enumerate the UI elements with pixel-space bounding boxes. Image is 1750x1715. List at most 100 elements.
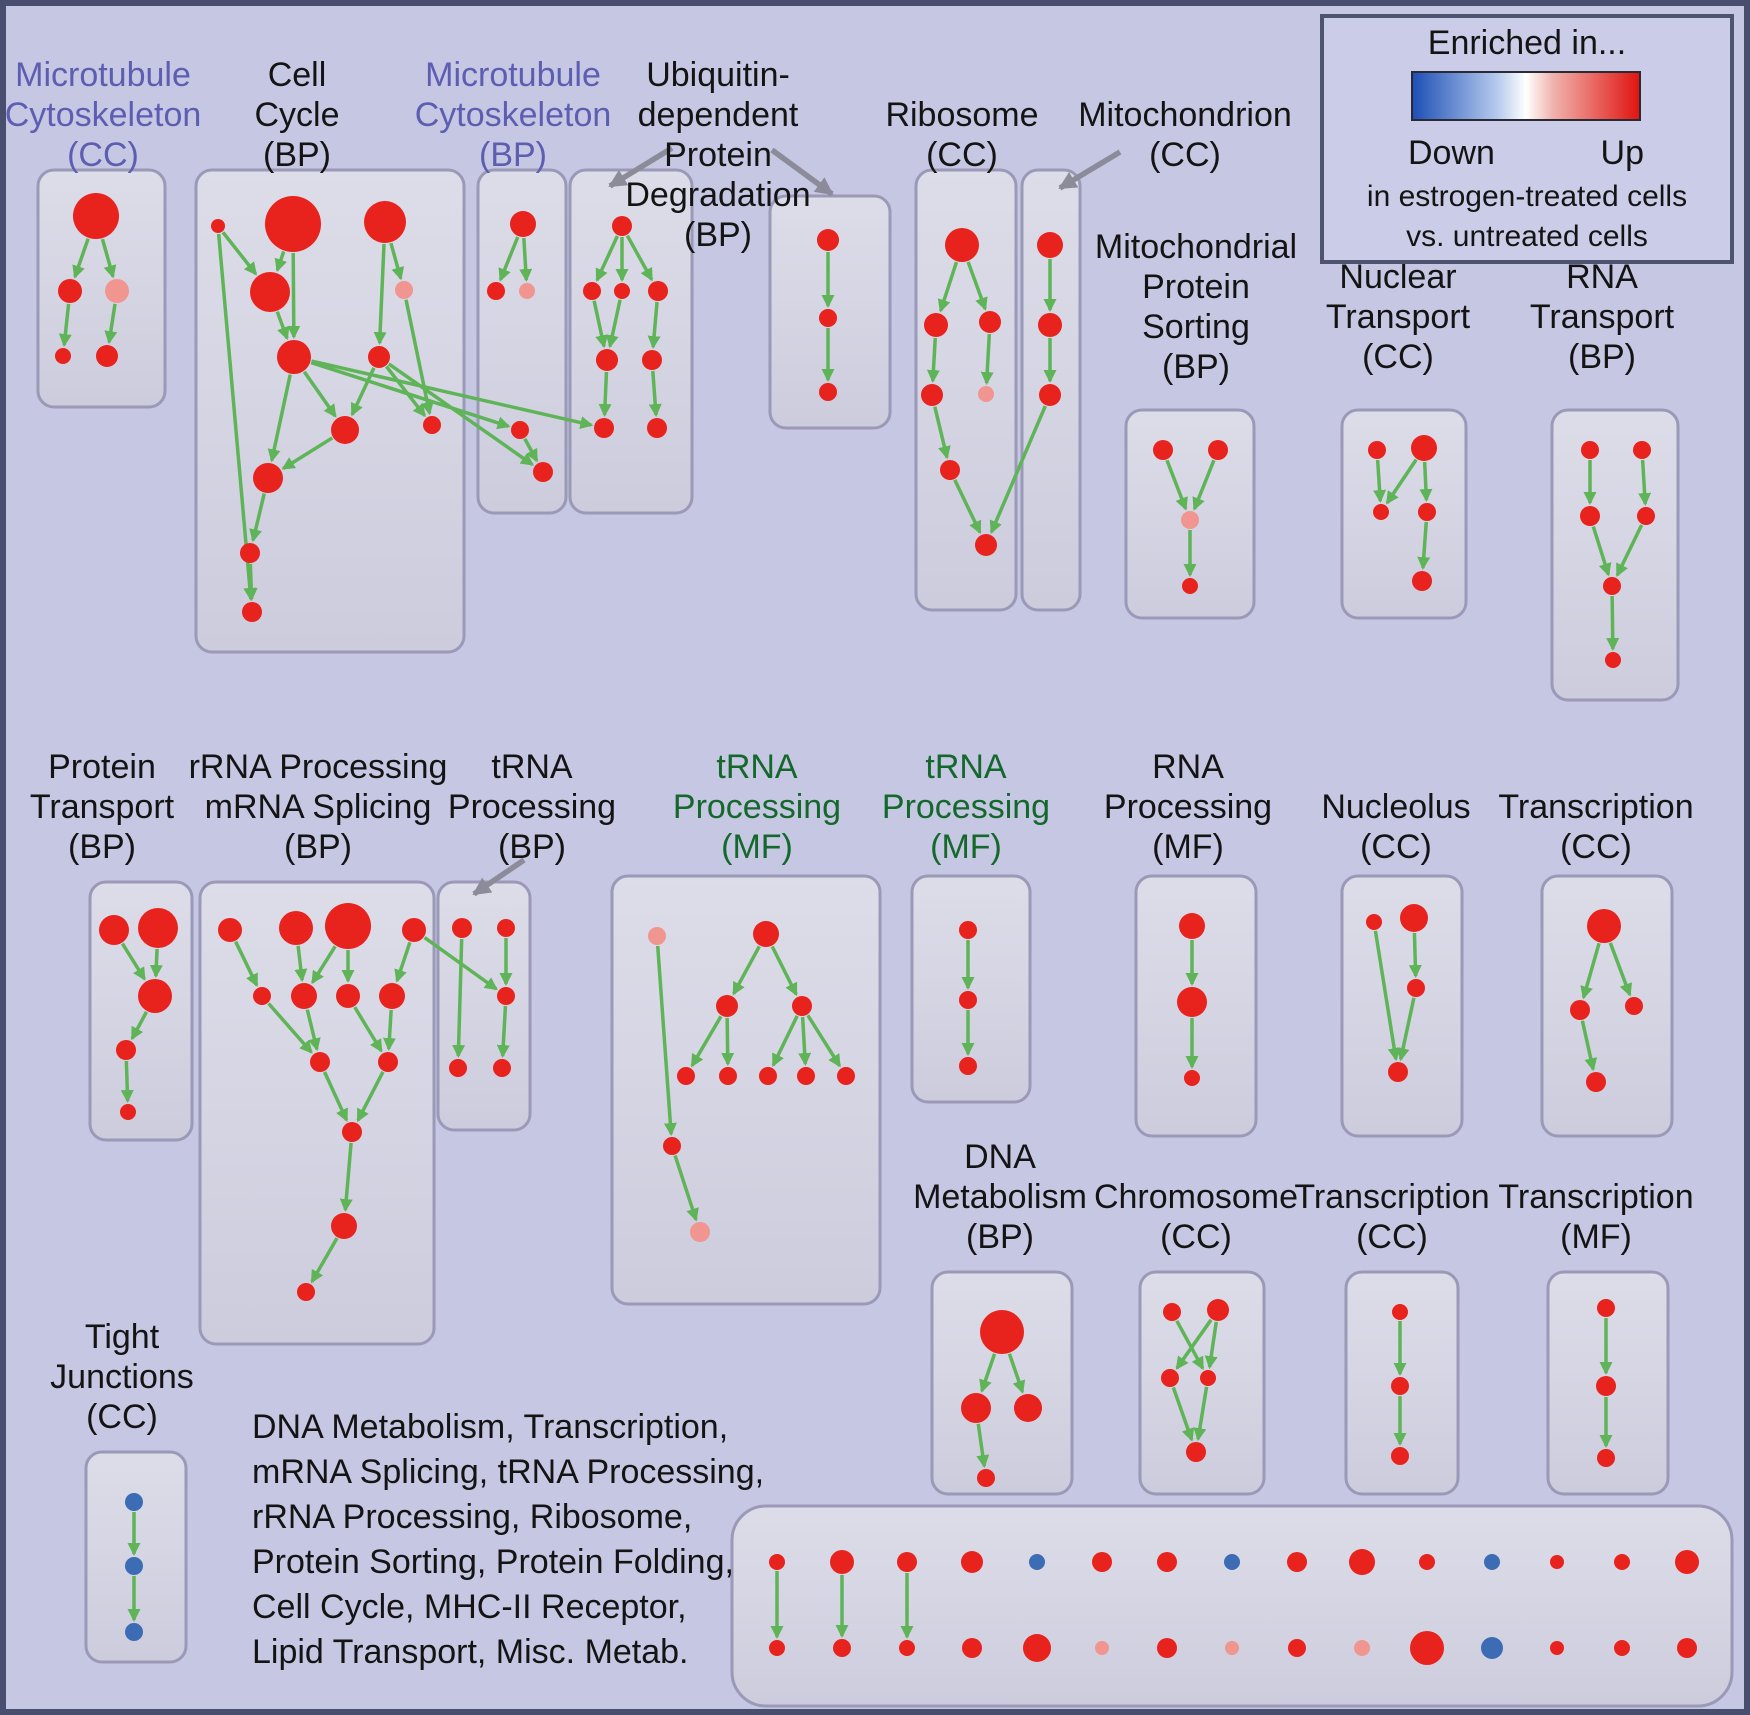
edge-ub1-ub4 — [625, 234, 654, 282]
node-tj3 — [125, 1623, 143, 1641]
label-line-dna-metabolism-1: Metabolism — [913, 1178, 1087, 1216]
edge-c7-c12 — [384, 365, 427, 418]
label-line-trna-mf-1-0: tRNA — [716, 748, 798, 786]
edge-ch3-ch5 — [1171, 1386, 1195, 1442]
edge-c2-c4 — [274, 250, 288, 273]
edge-c1-c4 — [221, 231, 258, 276]
node-rt6 — [1605, 652, 1621, 668]
edge-g1-g10 — [655, 945, 677, 1137]
node-b12 — [1484, 1554, 1500, 1570]
label-line-misc-list-2: rRNA Processing, Ribosome, — [252, 1498, 692, 1536]
label-line-mito-sorting-1: Protein — [1142, 268, 1250, 306]
node-g3 — [716, 995, 738, 1017]
node-rt3 — [1580, 506, 1600, 526]
node-tj1 — [125, 1493, 143, 1511]
node-ch1 — [1163, 1303, 1181, 1321]
label-line-trna-bp-2: (BP) — [498, 828, 566, 866]
node-b1 — [769, 1554, 785, 1570]
legend-up-label: Up — [1601, 134, 1644, 172]
edge-q12-q13 — [310, 1237, 339, 1284]
edge-nt2-nt3 — [1385, 458, 1418, 505]
group-box-transcription-cc-1 — [1540, 874, 1674, 1138]
node-ub1 — [612, 216, 632, 236]
node-t21 — [1392, 1304, 1408, 1320]
node-d2 — [961, 1393, 991, 1423]
node-p4 — [116, 1040, 136, 1060]
label-line-transcription-cc-1-1: (CC) — [1560, 828, 1632, 866]
node-q10 — [378, 1052, 398, 1072]
group-box-dna-metabolism — [930, 1270, 1074, 1496]
label-line-rna-transport-0: RNA — [1566, 258, 1638, 296]
node-c12 — [423, 416, 441, 434]
node-ub3 — [614, 283, 630, 299]
label-line-trna-bp-1: Processing — [448, 788, 616, 826]
node-us1 — [817, 229, 839, 251]
edge-q4-q8 — [394, 941, 412, 983]
edge-r1-r3 — [966, 261, 988, 311]
node-tb3 — [497, 987, 515, 1005]
node-c3 — [364, 201, 406, 243]
node-nu1 — [1366, 914, 1382, 930]
node-g7 — [759, 1067, 777, 1085]
edge-c8-c9 — [281, 436, 334, 470]
node-b2 — [830, 1550, 854, 1574]
edge-c6-c9 — [267, 374, 292, 463]
edge-c6-ub7 — [311, 359, 594, 429]
node-g10 — [663, 1137, 681, 1155]
edge-mt3-r7 — [989, 405, 1047, 534]
group-box-trna-bp — [436, 880, 532, 1132]
edge-c7-mb5 — [387, 362, 534, 466]
edge-d1-d2 — [979, 1353, 997, 1393]
edge-g2-g3 — [732, 945, 761, 996]
group-box-misc-box — [730, 1504, 1734, 1708]
label-line-transcription-cc-1-0: Transcription — [1498, 788, 1693, 826]
node-m5 — [96, 345, 118, 367]
node-v8 — [1225, 1641, 1239, 1655]
label-line-nucleolus-0: Nucleolus — [1321, 788, 1470, 826]
label-line-cell-cycle-1: Cycle — [254, 96, 339, 134]
group-box-ribosome-cc — [914, 168, 1018, 612]
node-rp3 — [1184, 1070, 1200, 1086]
callout-arrow-2 — [1058, 149, 1122, 191]
label-line-trna-mf-1-1: Processing — [673, 788, 841, 826]
group-box-protein-transport — [88, 880, 194, 1142]
node-ch5 — [1186, 1442, 1206, 1462]
edge-mp1-mp3 — [1165, 459, 1188, 511]
node-v5 — [1023, 1634, 1051, 1662]
node-b8 — [1224, 1554, 1240, 1570]
label-line-ribosome-0: Ribosome — [885, 96, 1038, 134]
node-ub4 — [648, 281, 668, 301]
node-b4 — [961, 1551, 983, 1573]
edge-ub6-ub8 — [648, 370, 662, 418]
edge-mb1-mb3 — [519, 237, 533, 283]
edge-nt4-nt5 — [1417, 521, 1431, 571]
node-ch4 — [1200, 1370, 1216, 1386]
node-ch2 — [1207, 1299, 1229, 1321]
edge-mb1-mb2 — [498, 236, 520, 282]
label-line-rna-proc-mf-0: RNA — [1152, 748, 1224, 786]
label-line-protein-transport-0: Protein — [48, 748, 156, 786]
edge-q4-tb3 — [423, 936, 498, 991]
edge-r2-r4 — [926, 337, 940, 384]
edge-p3-p4 — [130, 1011, 149, 1041]
label-transcription-cc-1: Transcription(CC) — [1498, 788, 1693, 866]
label-line-misc-list-0: DNA Metabolism, Transcription, — [252, 1408, 728, 1446]
edge-q5-q9 — [267, 1002, 313, 1054]
edge-q1-q5 — [234, 940, 259, 988]
node-b13 — [1550, 1555, 1564, 1569]
node-ub5 — [596, 349, 618, 371]
node-tc2 — [1570, 1000, 1590, 1020]
node-nt4 — [1418, 503, 1436, 521]
label-line-trna-mf-2-1: Processing — [882, 788, 1050, 826]
node-g8 — [797, 1067, 815, 1085]
node-q4 — [402, 918, 426, 942]
node-q5 — [253, 987, 271, 1005]
edge-g4-g9 — [806, 1014, 842, 1068]
label-line-rna-transport-1: Transport — [1530, 298, 1675, 336]
node-p3 — [138, 979, 172, 1013]
callout-arrow-1 — [770, 147, 834, 197]
label-line-dna-metabolism-0: DNA — [964, 1138, 1036, 1176]
label-line-rrna-mrna-2: (BP) — [284, 828, 352, 866]
